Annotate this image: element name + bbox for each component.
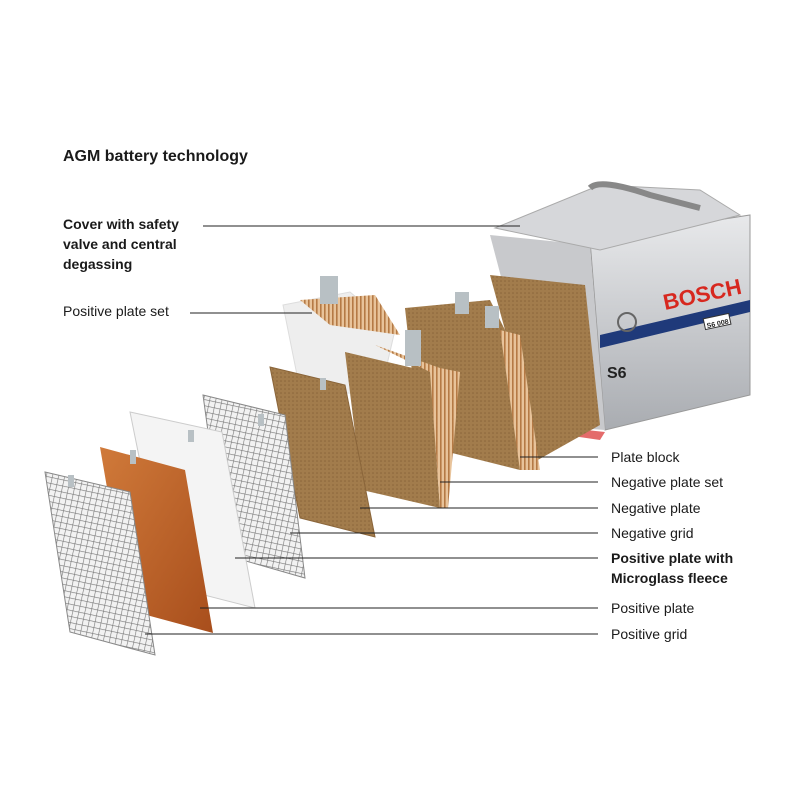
label-cover-line1: Cover with safety [63, 216, 179, 232]
positive-grid [44, 471, 156, 656]
label-positive-plate: Positive plate [611, 600, 695, 616]
label-cover-line2: valve and central [63, 236, 177, 252]
battery-code-badge [702, 312, 732, 331]
label-negative-plate: Negative plate [611, 500, 701, 516]
diagram-title: AGM battery technology [63, 148, 248, 165]
label-negative-plate-set: Negative plate set [611, 474, 724, 490]
model-s6: S6 [607, 365, 627, 382]
label-positive-fleece-line2: Microglass fleece [611, 570, 728, 586]
label-positive-plate-set: Positive plate set [63, 303, 169, 319]
leader-lines [145, 225, 598, 635]
label-cover-line3: degassing [63, 256, 133, 272]
battery-code: S6 008 [706, 319, 729, 330]
label-positive-fleece-line1: Positive plate with [611, 550, 734, 566]
negative-plate-set [345, 352, 440, 508]
label-positive-grid: Positive grid [611, 626, 688, 642]
label-negative-grid: Negative grid [611, 525, 694, 541]
bosch-emblem [617, 312, 637, 332]
label-plate-block: Plate block [611, 449, 680, 465]
